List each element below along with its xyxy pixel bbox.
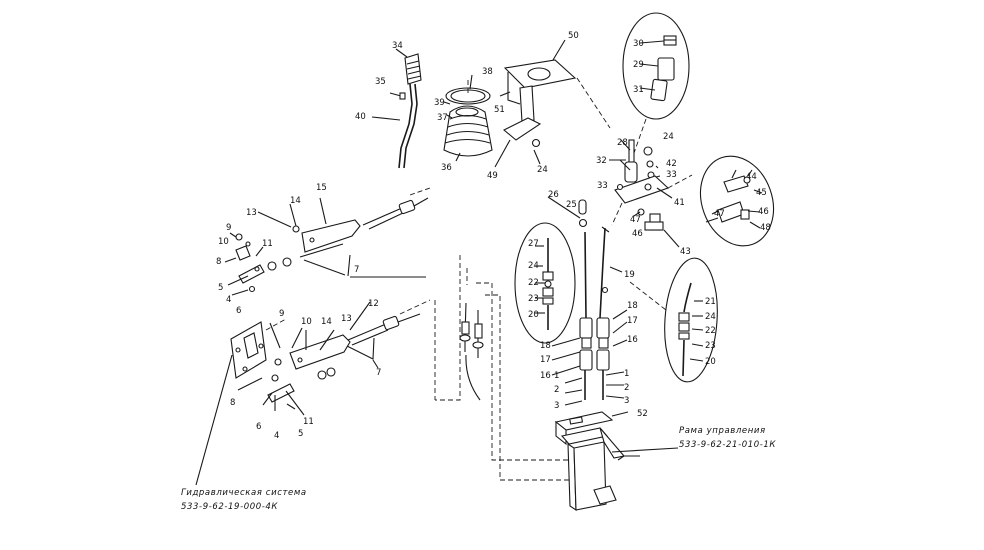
lower-left-lever-assembly <box>195 299 431 486</box>
part-number-label: 24 <box>705 312 716 322</box>
part-number-label: 30 <box>633 39 644 49</box>
part-number-label: 33 <box>597 181 608 191</box>
part-number-label: 47 <box>714 209 725 219</box>
part-number-label: 34 <box>392 41 403 51</box>
part-number-label: 6 <box>236 306 241 316</box>
part-number-label: 46 <box>632 229 643 239</box>
part-number-label: 4 <box>274 431 279 441</box>
rod-detail-oval-right <box>629 257 718 383</box>
part-number-label: 20 <box>705 357 716 367</box>
part-number-label: 26 <box>548 190 559 200</box>
part-number-label: 48 <box>760 223 771 233</box>
part-number-label: 33 <box>666 170 677 180</box>
cable-routing <box>434 255 578 481</box>
part-number-label: 17 <box>627 316 638 326</box>
control-rods-center <box>547 196 628 406</box>
part-number-label: 21 <box>705 297 716 307</box>
part-number-label: 32 <box>596 156 607 166</box>
part-number-label: 23 <box>705 341 716 351</box>
part-number-label: 20 <box>528 310 539 320</box>
part-number-label: 9 <box>279 309 284 319</box>
part-number-label: 3 <box>624 396 629 406</box>
part-number-label: 7 <box>354 265 359 275</box>
hydraulic-system-title: Гидравлическая система <box>181 488 307 498</box>
control-frame <box>554 411 679 512</box>
part-number-label: 18 <box>627 301 638 311</box>
part-number-label: 12 <box>368 299 379 309</box>
part-number-label: 24 <box>537 165 548 175</box>
part-number-label: 44 <box>746 172 757 182</box>
strut-detail-oval <box>622 12 690 171</box>
part-number-label: 38 <box>482 67 493 77</box>
part-number-label: 36 <box>441 163 452 173</box>
part-number-label: 2 <box>554 385 559 395</box>
part-number-label: 11 <box>303 417 314 427</box>
part-number-label: 13 <box>341 314 352 324</box>
part-number-label: 27 <box>528 239 539 249</box>
part-number-label: 29 <box>633 60 644 70</box>
part-number-label: 52 <box>637 409 648 419</box>
part-number-label: 8 <box>230 398 235 408</box>
part-number-label: 1 <box>624 369 629 379</box>
part-number-label: 18 <box>540 341 551 351</box>
part-number-label: 11 <box>262 239 273 249</box>
part-number-label: 10 <box>301 317 312 327</box>
part-number-label: 5 <box>298 429 303 439</box>
part-number-label: 22 <box>528 278 539 288</box>
lever-boot-assembly <box>443 74 493 162</box>
control-frame-title: Рама управления <box>679 426 766 436</box>
part-number-label: 3 <box>554 401 559 411</box>
part-number-label: 31 <box>633 85 644 95</box>
clamp-detail-oval <box>699 155 775 247</box>
part-number-label: 35 <box>375 77 386 87</box>
part-number-label: 41 <box>674 198 685 208</box>
gear-lever-assembly <box>371 48 422 169</box>
shift-linkage-cluster <box>609 139 693 248</box>
part-number-label: 43 <box>680 247 691 257</box>
part-number-label: 50 <box>568 31 579 41</box>
part-number-label: 46 <box>758 207 769 217</box>
part-number-label: 47 <box>630 215 641 225</box>
part-number-label: 19 <box>624 270 635 280</box>
part-number-label: 24 <box>528 261 539 271</box>
part-number-label: 24 <box>663 132 674 142</box>
part-number-label: 14 <box>290 196 301 206</box>
part-number-label: 8 <box>216 257 221 267</box>
part-number-label: 15 <box>316 183 327 193</box>
part-number-label: 2 <box>624 383 629 393</box>
part-number-label: 22 <box>705 326 716 336</box>
part-number-label: 9 <box>226 223 231 233</box>
part-number-label: 49 <box>487 171 498 181</box>
control-frame-code: 533-9-62-21-010-1К <box>679 440 776 450</box>
part-number-label: 23 <box>528 294 539 304</box>
mounting-bracket-assembly <box>494 39 611 168</box>
upper-left-lever-assembly <box>224 187 431 296</box>
part-number-label: 5 <box>218 283 223 293</box>
part-number-label: 37 <box>437 113 448 123</box>
part-number-label: 10 <box>218 237 229 247</box>
part-number-label: 14 <box>321 317 332 327</box>
rod-detail-oval-left <box>514 222 576 344</box>
part-number-label: 45 <box>756 188 767 198</box>
part-number-label: 7 <box>376 368 381 378</box>
part-number-label: 40 <box>355 112 366 122</box>
part-number-label: 16 <box>540 371 551 381</box>
hydraulic-system-code: 533-9-62-19-000-4К <box>181 502 278 512</box>
part-number-label: 28 <box>617 138 628 148</box>
part-number-label: 6 <box>256 422 261 432</box>
part-number-label: 4 <box>226 295 231 305</box>
part-number-label: 25 <box>566 200 577 210</box>
part-number-label: 39 <box>434 98 445 108</box>
part-number-label: 13 <box>246 208 257 218</box>
part-number-label: 1 <box>554 371 559 381</box>
part-number-label: 16 <box>627 335 638 345</box>
part-number-label: 51 <box>494 105 505 115</box>
part-number-label: 42 <box>666 159 677 169</box>
part-number-label: 17 <box>540 355 551 365</box>
